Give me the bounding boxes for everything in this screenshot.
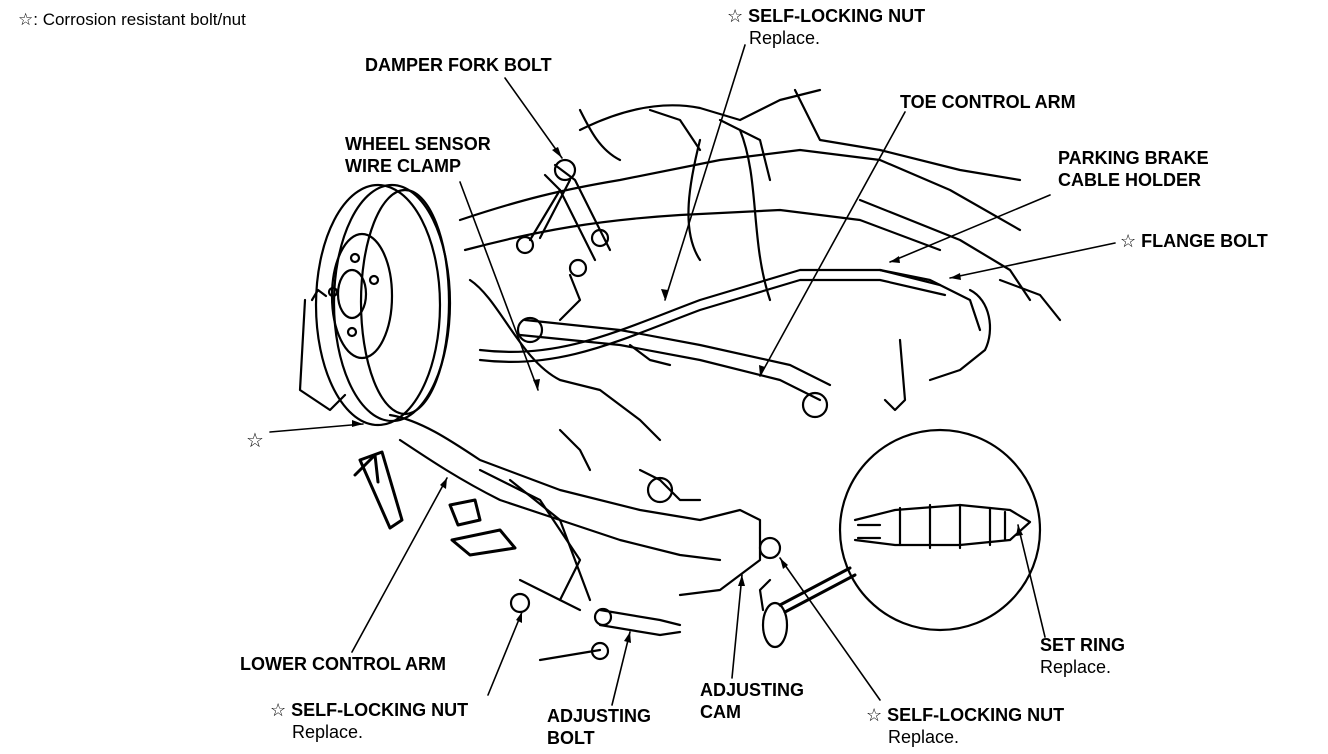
corrosion-resistant-star-icon: ☆ — [246, 430, 264, 452]
star-icon: ☆ — [1120, 231, 1137, 251]
label-toe-control-arm: TOE CONTROL ARM — [900, 92, 1076, 112]
wheel-sensor-wire — [468, 128, 772, 442]
lower-control-arm-part — [388, 413, 782, 614]
label-self-locking-nut-left: ☆ SELF-LOCKING NUT Replace. — [270, 700, 469, 742]
rotation-arrows — [353, 450, 517, 557]
legend-star-icon: ☆ — [18, 10, 34, 29]
label-wheel-sensor-wire-clamp: WHEEL SENSOR WIRE CLAMP — [345, 134, 491, 176]
label-damper-fork-bolt: DAMPER FORK BOLT — [365, 55, 552, 75]
parking-brake-cable — [478, 268, 947, 364]
damper-fork — [515, 158, 612, 322]
label-self-locking-nut-right: ☆ SELF-LOCKING NUT Replace. — [866, 705, 1065, 747]
subframe — [458, 88, 1062, 412]
label-adjusting-bolt: ADJUSTING BOLT — [547, 706, 652, 748]
brake-rotor — [298, 183, 452, 427]
label-set-ring: SET RING Replace. — [1040, 635, 1126, 677]
set-ring-detail-circle — [838, 428, 1042, 632]
adjusting-bolt-part — [538, 607, 682, 662]
label-flange-bolt: ☆ FLANGE BOLT — [1120, 231, 1268, 251]
star-icon: ☆ — [727, 6, 744, 26]
adjusting-cam-part — [758, 578, 789, 649]
label-self-locking-nut-top: ☆ SELF-LOCKING NUT Replace. — [727, 6, 926, 48]
star-icon: ☆ — [866, 705, 883, 725]
leader-lines — [269, 44, 1116, 706]
legend: ☆: Corrosion resistant bolt/nut — [18, 10, 246, 30]
leader-arrowheads — [352, 147, 1023, 643]
label-parking-brake-cable-holder: PARKING BRAKE CABLE HOLDER — [1058, 148, 1209, 190]
detail-connector — [778, 566, 852, 607]
label-adjusting-cam: ADJUSTING CAM — [700, 680, 805, 722]
label-lower-control-arm: LOWER CONTROL ARM — [240, 654, 446, 674]
legend-text: : Corrosion resistant bolt/nut — [33, 10, 246, 29]
star-icon: ☆ — [270, 700, 287, 720]
